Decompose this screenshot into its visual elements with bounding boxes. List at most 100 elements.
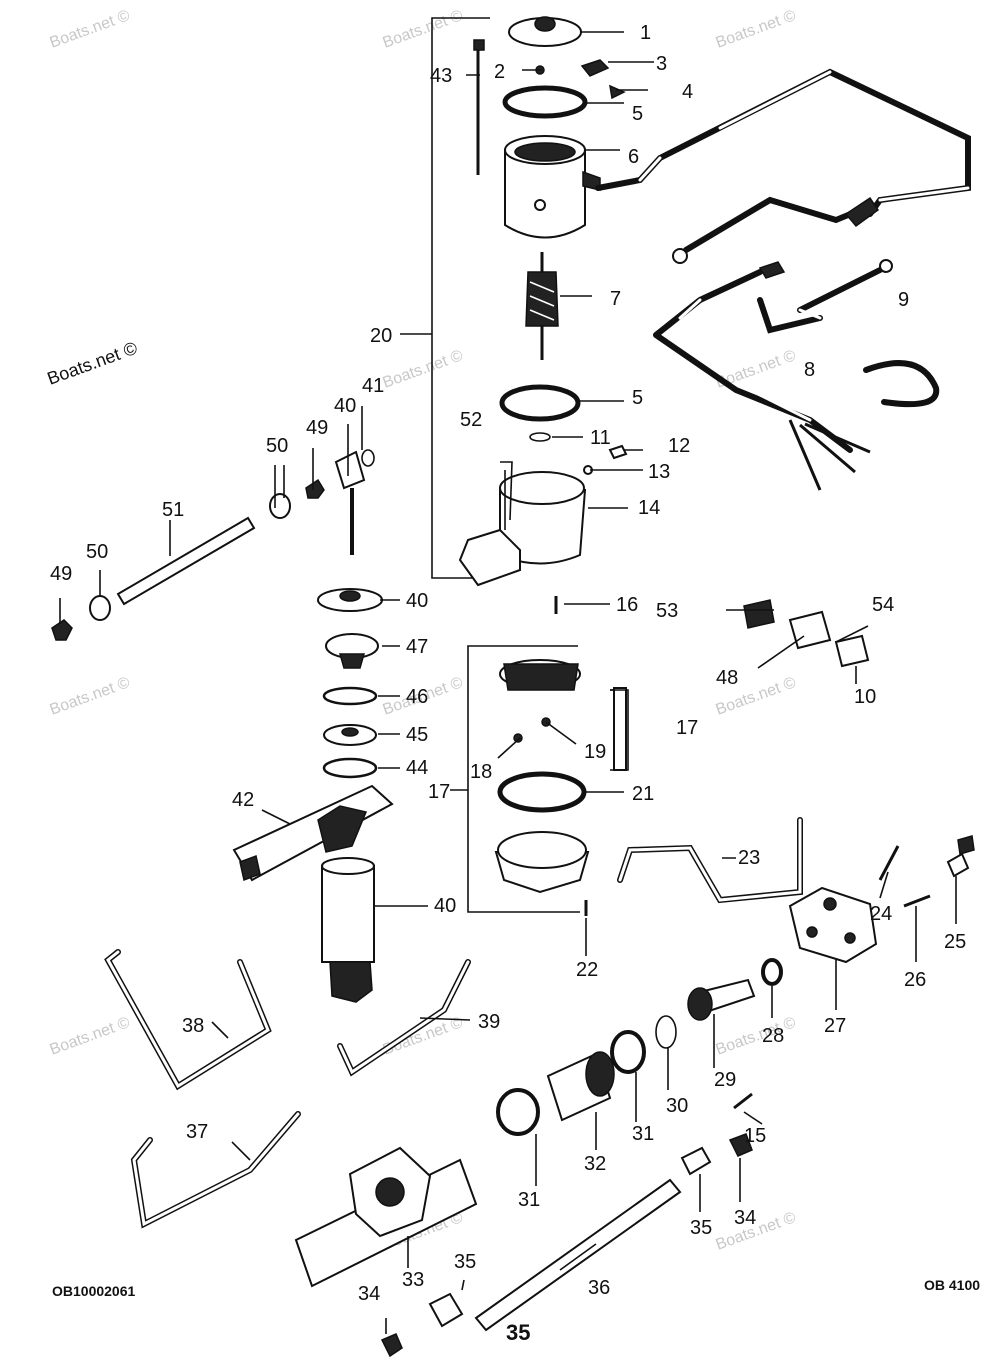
valve-linkage <box>51 449 375 641</box>
hydraulic-line <box>130 1111 301 1229</box>
callout-3: 3 <box>656 53 667 75</box>
callout-41: 41 <box>362 375 384 397</box>
washer <box>269 493 291 519</box>
callout-39: 39 <box>478 1011 500 1033</box>
bolt <box>878 845 900 881</box>
check-ball <box>513 733 523 743</box>
callout-29: 29 <box>714 1069 736 1091</box>
end-frame-top <box>499 471 585 505</box>
callout-12: 12 <box>668 435 690 457</box>
watermark-layer: Boats.net © Boats.net © Boats.net © Boat… <box>45 7 799 1254</box>
harness-lead <box>757 267 883 334</box>
callout-31b: 31 <box>518 1189 540 1211</box>
pivot-shaft <box>474 1178 682 1332</box>
hydraulic-line-core <box>132 1112 300 1227</box>
brush-spring <box>609 84 626 100</box>
harness-ring-terminal <box>879 259 893 273</box>
armature-winding <box>529 281 555 321</box>
callout-14: 14 <box>638 497 660 519</box>
piston-head <box>687 987 713 1021</box>
bushing <box>428 1292 464 1328</box>
callout-5b: 5 <box>632 387 643 409</box>
ground-wire <box>683 196 873 253</box>
callout-2: 2 <box>494 61 505 83</box>
callout-33: 33 <box>402 1269 424 1291</box>
callout-13: 13 <box>648 461 670 483</box>
bushing <box>680 1146 712 1176</box>
callout-1: 1 <box>640 22 651 44</box>
watermark: Boats.net © <box>714 1014 799 1059</box>
motor-housing <box>504 149 586 239</box>
callout-45: 45 <box>406 724 428 746</box>
base-bore <box>375 1177 405 1207</box>
callout-15: 15 <box>744 1125 766 1147</box>
washer <box>89 595 111 621</box>
callout-6: 6 <box>628 146 639 168</box>
callout-19: 19 <box>584 741 606 763</box>
callout-21: 21 <box>632 783 654 805</box>
fitting-nut <box>957 835 975 855</box>
callout-47: 47 <box>406 636 428 658</box>
pump-body-top <box>497 831 587 869</box>
watermark: Boats.net © <box>381 347 466 392</box>
diagram-code-left: OB10002061 <box>52 1283 136 1299</box>
callout-5: 5 <box>632 103 643 125</box>
tilt-cylinder-top <box>321 857 375 875</box>
manifold <box>788 886 878 964</box>
callout-8: 8 <box>804 359 815 381</box>
callout-37: 37 <box>186 1121 208 1143</box>
leader-lines <box>59 31 957 1334</box>
manifold-port <box>823 897 837 911</box>
sleeve-end <box>585 1051 615 1097</box>
manual-release-valve <box>334 450 366 490</box>
switch-boot <box>834 634 870 668</box>
callout-50b: 50 <box>86 541 108 563</box>
terminal-connector <box>844 196 880 228</box>
harness-plug <box>758 261 786 279</box>
callout-35: 35 <box>690 1217 712 1239</box>
callout-23: 23 <box>738 847 760 869</box>
callout-30: 30 <box>666 1095 688 1117</box>
o-ring <box>610 1030 646 1074</box>
manifold-port <box>844 932 856 944</box>
o-ring <box>322 757 378 779</box>
washer <box>529 432 551 442</box>
callout-40b: 40 <box>406 590 428 612</box>
callout-27: 27 <box>824 1015 846 1037</box>
callout-28: 28 <box>762 1025 784 1047</box>
callout-16: 16 <box>616 594 638 616</box>
pin <box>733 1092 753 1110</box>
switch-plate <box>788 610 832 650</box>
end-frame-brace <box>500 461 513 530</box>
ring-terminal <box>672 248 688 264</box>
nut <box>728 1133 753 1157</box>
callout-31: 31 <box>632 1123 654 1145</box>
callout-40c: 40 <box>434 895 456 917</box>
end-cap-hub <box>534 16 556 32</box>
callout-10: 10 <box>854 686 876 708</box>
callout-52: 52 <box>460 409 482 431</box>
callout-25: 25 <box>944 931 966 953</box>
motor-assembly <box>458 16 628 587</box>
o-ring <box>761 958 783 986</box>
hydraulic-line <box>617 817 803 904</box>
callout-46: 46 <box>406 686 428 708</box>
nut <box>305 478 325 499</box>
o-ring-lower <box>499 384 581 422</box>
adapter-neck <box>339 653 365 669</box>
callout-35b: 35 <box>454 1251 476 1273</box>
callout-36: 36 <box>588 1277 610 1299</box>
valve-o-ring <box>361 449 375 467</box>
pump-group <box>380 596 975 1358</box>
callout-48: 48 <box>716 667 738 689</box>
diagram-code-right: OB 4100 <box>924 1277 980 1293</box>
callout-44: 44 <box>406 757 428 779</box>
hydraulic-line-core <box>618 818 802 902</box>
filter-disc-center <box>341 727 359 737</box>
cylinder-clevis <box>329 961 373 1003</box>
valve-strip <box>613 687 627 771</box>
callout-38: 38 <box>182 1015 204 1037</box>
callout-7: 7 <box>610 288 621 310</box>
callout-53: 53 <box>656 600 678 622</box>
pump-cover-body <box>503 663 579 691</box>
